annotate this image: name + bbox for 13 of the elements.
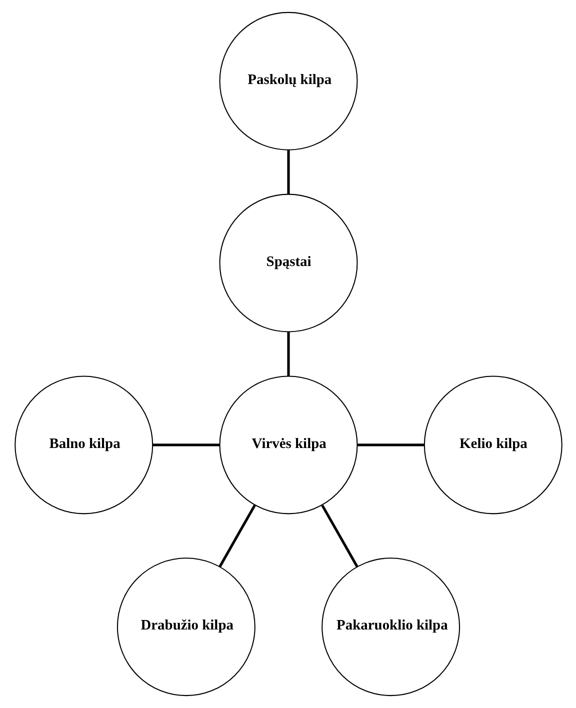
connector [152, 444, 220, 446]
node-circle: Balno kilpa [14, 376, 153, 514]
node-circle: Kelio kilpa [423, 376, 562, 514]
node-circle: Paskolų kilpa [218, 12, 358, 150]
connector [218, 504, 256, 568]
connector [286, 150, 290, 194]
node-circle: Virvės kilpa [218, 376, 358, 514]
node-circle: Pakaruoklio kilpa [321, 558, 460, 696]
connector [356, 444, 424, 446]
connector [286, 332, 290, 376]
connector [320, 504, 358, 568]
node-circle: Drabužio kilpa [116, 558, 255, 696]
node-circle: Spąstai [218, 194, 358, 332]
